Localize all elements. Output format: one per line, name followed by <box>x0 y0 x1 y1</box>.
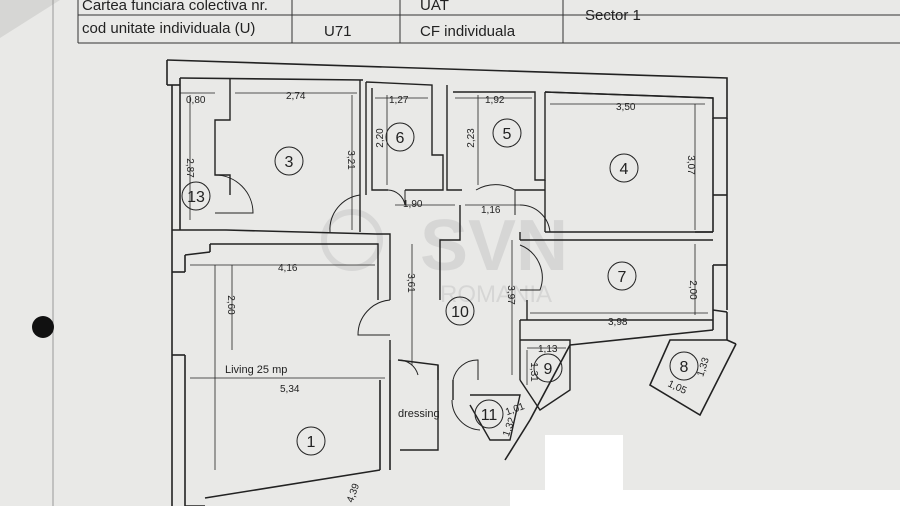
dimension-lines <box>180 92 708 470</box>
dim-397: 3,97 <box>505 285 516 305</box>
dim-534: 5,34 <box>280 384 300 395</box>
interior-walls <box>214 78 714 451</box>
room-11-label: 11 <box>481 407 498 424</box>
dim-416: 4,16 <box>278 263 298 274</box>
dim-200: 2,00 <box>687 280 698 300</box>
dim-350: 3,50 <box>616 102 636 113</box>
watermark-logo: SVN <box>420 206 568 286</box>
dressing-note: dressing <box>398 408 440 420</box>
header-cf-individuala-label: CF individuala <box>420 23 516 40</box>
dim-398: 3,98 <box>608 317 628 328</box>
dim-105: 1,05 <box>666 379 689 397</box>
dim-260: 2,60 <box>225 295 236 315</box>
room-13-label: 13 <box>187 189 205 206</box>
dim-220: 2,20 <box>375 128 386 148</box>
dim-132: 1,32 <box>501 416 518 438</box>
room-4-label: 4 <box>620 161 629 178</box>
dim-192: 1,92 <box>485 95 505 106</box>
header-table <box>77 0 900 44</box>
header-sector-value: Sector 1 <box>585 7 641 24</box>
dim-307: 3,07 <box>685 155 696 175</box>
dim-223: 2,23 <box>466 128 477 148</box>
room-7-label: 7 <box>618 269 627 286</box>
door-swings <box>214 174 551 431</box>
dim-131: 1,31 <box>528 362 539 382</box>
dim-361: 3,61 <box>405 273 416 293</box>
dim-190: 1,90 <box>403 199 423 210</box>
room-6-label: 6 <box>396 130 405 147</box>
room-1-label: 1 <box>307 434 316 451</box>
header-cod-unitate-label: cod unitate individuala (U) <box>82 20 256 37</box>
room-8-label: 8 <box>680 359 689 376</box>
dim-113: 1,13 <box>538 344 558 355</box>
header-uat-label: UAT <box>420 0 449 14</box>
room-10-label: 10 <box>451 304 469 321</box>
header-unit-code-value: U71 <box>324 23 352 40</box>
watermark: SVN ROMANIA <box>321 206 568 308</box>
room-3-label: 3 <box>285 154 294 171</box>
dim-321: 3,21 <box>345 150 356 170</box>
dim-287: 2,87 <box>184 158 195 178</box>
dim-274: 2,74 <box>286 91 306 102</box>
room-labels: 3 6 5 4 13 7 10 9 8 11 1 <box>187 126 688 451</box>
room-circles <box>181 118 699 456</box>
dim-439: 4,39 <box>345 482 362 504</box>
room-9-label: 9 <box>544 361 553 378</box>
header-cf-colectiva-label: Cartea funciara colectiva nr. <box>82 0 268 14</box>
dim-080: 0,80 <box>186 95 206 106</box>
room-5-label: 5 <box>503 126 512 143</box>
hole-punch <box>32 316 54 338</box>
outer-walls <box>166 59 737 506</box>
watermark-sub: ROMANIA <box>440 281 552 308</box>
page-fold <box>0 0 60 38</box>
white-patch-bottom <box>510 490 900 506</box>
dim-116: 1,16 <box>481 205 501 216</box>
dim-127: 1,27 <box>389 95 409 106</box>
living-note: Living 25 mp <box>225 364 287 376</box>
